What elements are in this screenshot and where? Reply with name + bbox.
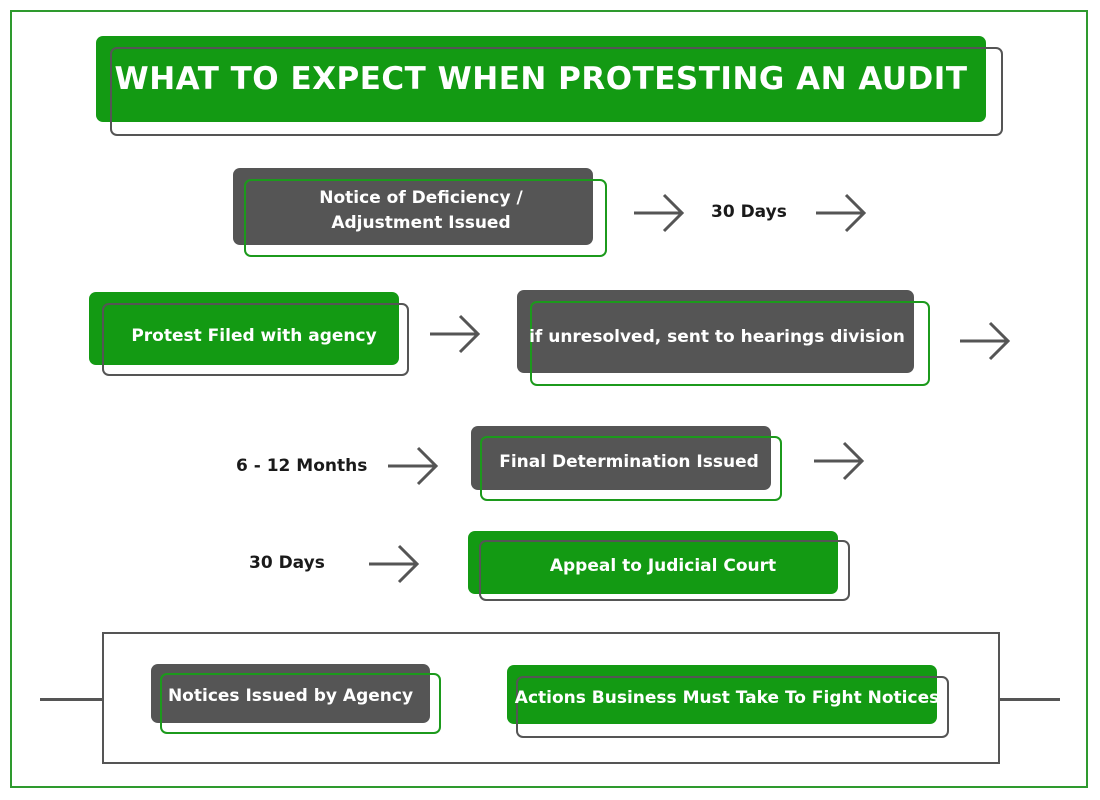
arrow-right-icon [960,321,1011,361]
legend-agency-swatch-outline [160,673,441,734]
page-title: WHAT TO EXPECT WHEN PROTESTING AN AUDIT [114,61,968,97]
outer-frame [10,10,1088,788]
notice-box-outline [244,179,607,257]
arrow-right-icon [388,446,439,486]
legend-connector-right [1000,698,1060,701]
hearings-box-label: if unresolved, sent to hearings division [529,327,905,347]
arrow-right-icon [814,441,865,481]
final-determination-box-outline [480,436,782,501]
arrow-right-icon [430,314,481,354]
legend-agency-label: Notices Issued by Agency [167,685,414,706]
arrow-right-icon [634,193,685,233]
protest-box-label: Protest Filed with agency [131,325,377,346]
notice-box-label: Notice of Deficiency / Adjustment Issued [233,168,609,254]
hearings-box-outline [530,301,930,386]
legend-business-swatch [507,665,937,724]
legend [102,632,1000,764]
duration-6-12-months: 6 - 12 Months [236,456,368,476]
legend-connector-left [40,698,102,701]
hearings-box [517,290,914,373]
appeal-box-label: Appeal to Judicial Court [549,555,777,576]
title-banner [96,36,986,122]
final-determination-label: Final Determination Issued [499,451,759,472]
appeal-box-outline [479,540,850,601]
duration-30-days-first: 30 Days [711,202,787,222]
protest-box-outline [102,303,409,376]
notice-line-1: Notice of Deficiency / [319,188,523,208]
legend-business-label: Actions Business Must Take To Fight Noti… [514,687,940,708]
arrow-right-icon [816,193,867,233]
duration-30-days-appeal: 30 Days [249,553,325,573]
arrow-right-icon [369,544,420,584]
notice-line-2: Adjustment Issued [331,213,511,233]
legend-business-swatch-outline [516,676,949,738]
title-banner-outline [110,47,1003,136]
